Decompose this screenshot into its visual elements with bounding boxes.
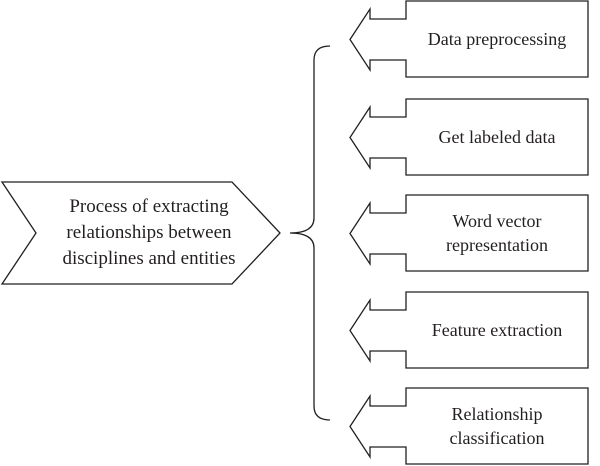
main-process-label: Process of extracting relationships betw… [62, 196, 236, 269]
grouping-brace [289, 45, 331, 421]
step-label-data-preprocessing: Data preprocessing [427, 29, 567, 49]
step-arrow-data-preprocessing [349, 0, 589, 78]
step-label-word-vector-representation: Word vector representation [446, 211, 548, 255]
step-arrow-feature-extraction [349, 291, 589, 369]
step-label-feature-extraction: Feature extraction [431, 320, 563, 340]
step-arrow-word-vector-representation [349, 194, 589, 272]
step-arrow-get-labeled-data [349, 98, 589, 176]
step-label-get-labeled-data: Get labeled data [438, 127, 556, 147]
step-arrow-relationship-classification [349, 387, 589, 465]
main-process-chevron [0, 181, 281, 285]
step-label-relationship-classification: Relationship classification [449, 404, 545, 448]
